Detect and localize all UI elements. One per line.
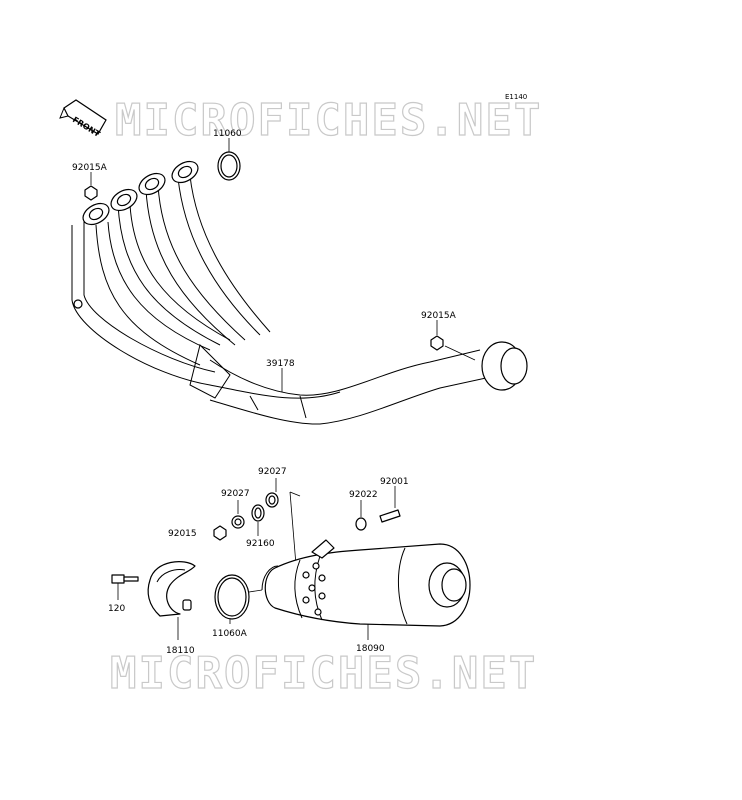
label-39178: 39178 xyxy=(266,359,295,369)
leader-mount-line xyxy=(289,491,297,566)
label-11060a: 11060A xyxy=(212,629,248,639)
nut-92015a-right xyxy=(430,320,476,361)
washer-92022 xyxy=(355,500,367,531)
header-flanges xyxy=(73,160,199,309)
label-18110: 18110 xyxy=(166,646,195,656)
front-arrow-icon: FRONT xyxy=(59,99,107,139)
label-92022: 92022 xyxy=(349,490,378,500)
exhaust-header-pipes xyxy=(71,175,487,425)
label-92160: 92160 xyxy=(246,539,275,549)
grommet-92027-top xyxy=(265,478,279,508)
label-11060: 11060 xyxy=(213,129,242,139)
label-18090: 18090 xyxy=(356,644,385,654)
label-92027-left: 92027 xyxy=(221,489,250,499)
grommet-92027-left xyxy=(231,500,245,529)
gasket-11060a xyxy=(214,574,263,624)
muffler-vents xyxy=(302,562,326,616)
heat-shield-18110 xyxy=(147,561,196,640)
bolt-92001 xyxy=(379,486,401,523)
label-120: 120 xyxy=(108,604,125,614)
label-92027-top: 92027 xyxy=(258,467,287,477)
label-92015a-right: 92015A xyxy=(421,311,457,321)
bolt-120 xyxy=(111,574,139,600)
label-92015: 92015 xyxy=(168,529,197,539)
muffler-18090 xyxy=(261,539,471,640)
label-92015a-top: 92015A xyxy=(72,163,108,173)
watermark-top: MICROFICHES.NET xyxy=(115,95,542,146)
collar-92160 xyxy=(251,504,265,536)
nut-92015 xyxy=(213,525,227,541)
header-outlet-flange xyxy=(481,341,528,391)
diagram-code: E1140 xyxy=(505,93,527,101)
nut-92015a-top xyxy=(84,172,98,201)
gasket-11060 xyxy=(217,138,241,181)
label-92001: 92001 xyxy=(380,477,409,487)
watermark-bottom: MICROFICHES.NET xyxy=(110,648,537,699)
